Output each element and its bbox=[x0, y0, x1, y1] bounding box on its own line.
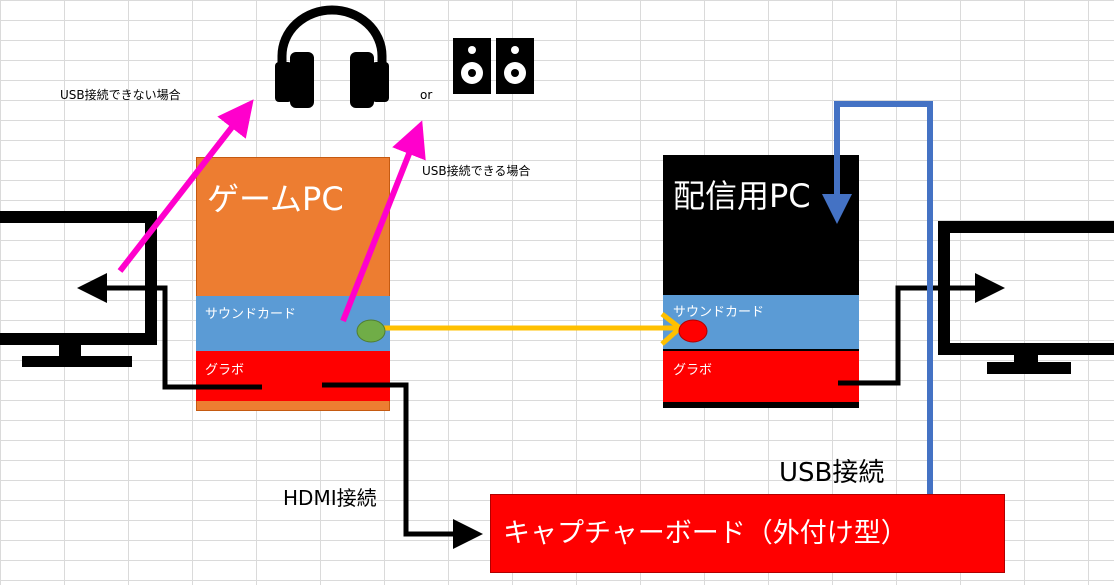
arrow-to-speakers bbox=[340, 120, 426, 323]
or-label: or bbox=[420, 88, 433, 102]
usb-available-label: USB接続できる場合 bbox=[422, 164, 531, 178]
game-pc-title: ゲームPC bbox=[207, 180, 344, 218]
hdmi-cable-to-capture-board bbox=[322, 382, 483, 549]
arrow-to-headphones bbox=[117, 99, 254, 273]
hdmi-cable-to-left-monitor bbox=[77, 273, 262, 390]
stream-pc-sound-card-label: サウンドカード bbox=[673, 305, 765, 320]
game-pc-gpu: グラボ bbox=[196, 351, 390, 401]
game-pc-gpu-label: グラボ bbox=[205, 363, 245, 378]
hdmi-label: HDMI接続 bbox=[283, 486, 377, 510]
monitor-icon bbox=[0, 211, 157, 367]
capture-board-label: キャプチャーボード（外付け型） bbox=[503, 518, 908, 549]
stream-pc-title: 配信用PC bbox=[673, 177, 811, 215]
speakers-icon bbox=[453, 38, 534, 94]
capture-board: キャプチャーボード（外付け型） bbox=[490, 494, 1005, 573]
monitor-icon bbox=[938, 221, 1114, 374]
game-pc-audio-jack bbox=[356, 319, 386, 343]
headphones-icon bbox=[275, 5, 389, 108]
usb-cable bbox=[822, 101, 933, 494]
cable-to-right-monitor bbox=[838, 273, 1005, 386]
game-pc-sound-card: サウンドカード bbox=[196, 296, 390, 353]
stream-pc-gpu: グラボ bbox=[663, 351, 859, 402]
stream-pc-audio-jack bbox=[678, 319, 708, 343]
usb-label: USB接続 bbox=[779, 458, 885, 488]
game-pc-sound-card-label: サウンドカード bbox=[205, 307, 297, 322]
stream-pc-gpu-label: グラボ bbox=[673, 363, 713, 378]
usb-unavailable-label: USB接続できない場合 bbox=[60, 88, 181, 102]
